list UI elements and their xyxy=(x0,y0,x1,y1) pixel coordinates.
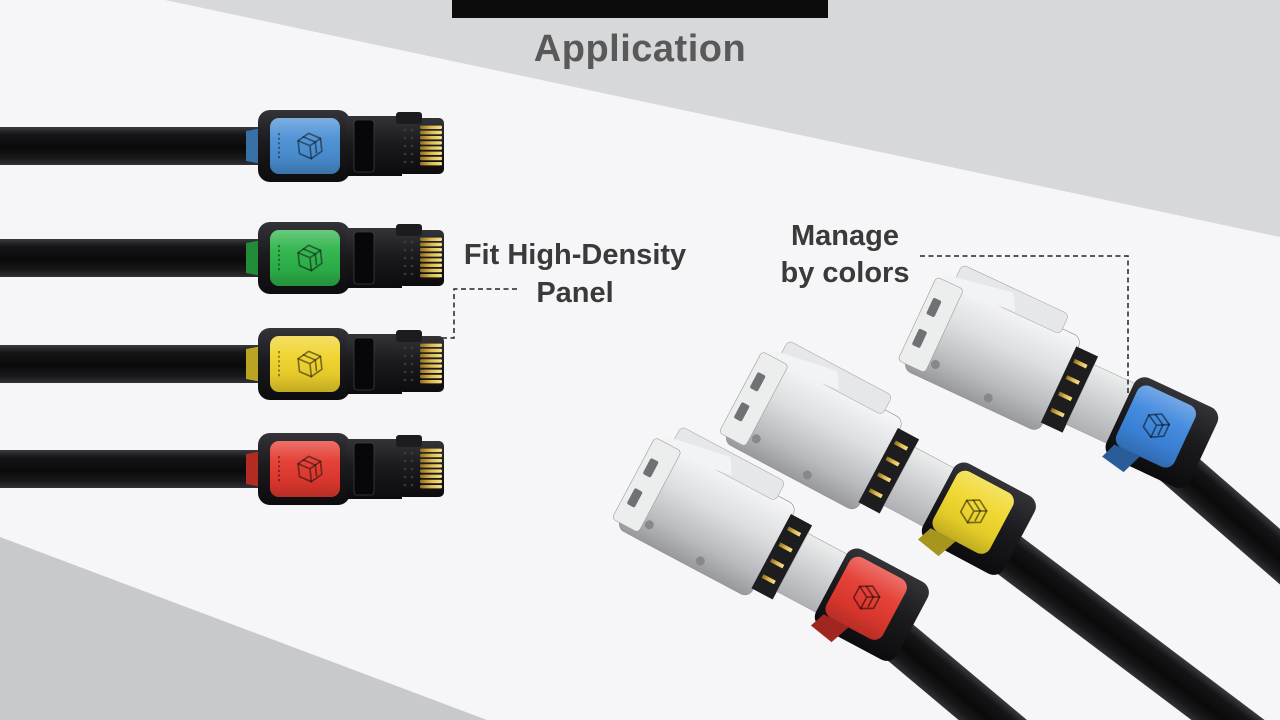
callout-fit-panel-line1: Fit High-Density xyxy=(463,239,687,271)
patch-cable-blue xyxy=(0,110,444,182)
rj45-gold-pins xyxy=(420,125,442,166)
callout-manage-colors: Manage by colors xyxy=(735,218,955,292)
patch-cable-green xyxy=(0,222,444,294)
page-title: Application xyxy=(533,28,747,70)
background-bottom-wedge xyxy=(0,537,487,720)
keystone-jack-blue xyxy=(898,265,1219,488)
jack-cable-yellow xyxy=(937,496,1280,720)
rj45-gold-pins xyxy=(420,448,442,489)
callout-manage-colors-line1: Manage xyxy=(791,220,899,252)
patch-cable-red xyxy=(0,433,444,505)
rj45-gold-pins xyxy=(420,237,442,278)
rj45-gold-pins xyxy=(420,343,442,384)
keystone-jack-yellow xyxy=(719,341,1036,575)
top-accent-bar xyxy=(452,0,828,18)
callout-fit-panel: Fit High-Density Panel xyxy=(415,236,735,312)
callout-manage-colors-line2: by colors xyxy=(780,257,910,289)
callout-line-fit-panel xyxy=(441,288,517,339)
jack-cable-red xyxy=(830,580,1133,720)
background-top-band xyxy=(165,0,1280,237)
patch-cable-yellow xyxy=(0,328,444,400)
callout-line-manage-colors xyxy=(920,255,1129,394)
callout-fit-panel-line2: Panel xyxy=(536,277,614,309)
keystone-jack-red xyxy=(612,427,929,661)
